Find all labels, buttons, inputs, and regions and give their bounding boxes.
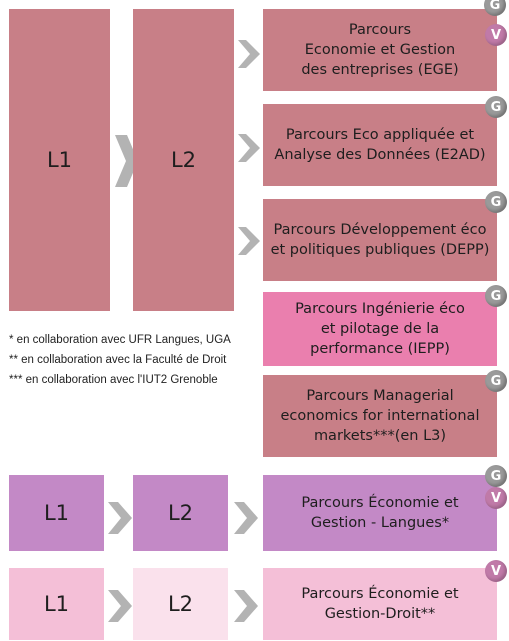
- group1-l1-label: L1: [46, 148, 73, 172]
- badge-g-icon: G: [485, 285, 507, 307]
- parcours-e2ad-box[interactable]: Parcours Eco appliquée et Analyse des Do…: [263, 104, 497, 186]
- group2-l1-box: L1: [9, 475, 104, 551]
- parcours-line: Gestion-Droit**: [324, 606, 436, 622]
- group3-l2-box: L2: [133, 568, 228, 640]
- group3-l1-box: L1: [9, 568, 104, 640]
- badge-g-icon: G: [485, 465, 507, 487]
- group1-l2-label: L2: [170, 148, 197, 172]
- parcours-ege-box[interactable]: Parcours Economie et Gestion des entrepr…: [263, 9, 497, 91]
- arrow-right-icon: [238, 134, 260, 162]
- footnote: * en collaboration avec UFR Langues, UGA: [9, 334, 231, 346]
- group1-l1-box: L1: [9, 9, 110, 311]
- parcours-line: des entreprises (EGE): [301, 62, 459, 78]
- parcours-line: Analyse des Données (E2AD): [274, 147, 486, 163]
- parcours-line: Gestion - Langues*: [310, 515, 450, 531]
- badge-g-icon: G: [485, 96, 507, 118]
- parcours-line: Parcours Managerial: [306, 388, 454, 404]
- group3-l1-label: L1: [43, 592, 70, 616]
- badge-v-icon: V: [485, 560, 507, 582]
- arrow-right-icon: [108, 590, 132, 622]
- badge-g-icon: G: [485, 191, 507, 213]
- group1-l2-box: L2: [133, 9, 234, 311]
- parcours-depp-box[interactable]: Parcours Développement éco et politiques…: [263, 199, 497, 281]
- arrow-right-icon: [238, 227, 260, 255]
- parcours-managerial-box[interactable]: Parcours Managerial economics for intern…: [263, 375, 497, 457]
- parcours-line: Parcours Eco appliquée et: [285, 127, 475, 143]
- group3-l2-label: L2: [167, 592, 194, 616]
- parcours-line: Parcours Développement éco: [273, 222, 487, 238]
- parcours-droit-box[interactable]: Parcours Économie et Gestion-Droit**: [263, 568, 497, 640]
- arrow-right-icon: [234, 502, 258, 534]
- footnote: ** en collaboration avec la Faculté de D…: [9, 354, 227, 366]
- parcours-line: economics for international: [280, 408, 480, 424]
- parcours-line: Parcours: [348, 22, 412, 38]
- group2-l1-label: L1: [43, 501, 70, 525]
- badge-g-icon: G: [485, 370, 507, 392]
- parcours-line: et pilotage de la: [320, 321, 440, 337]
- group2-l2-label: L2: [167, 501, 194, 525]
- parcours-line: Parcours Économie et: [301, 495, 459, 511]
- parcours-line: performance (IEPP): [310, 341, 450, 357]
- parcours-iepp-box[interactable]: Parcours Ingénierie éco et pilotage de l…: [263, 292, 497, 366]
- group2-l2-box: L2: [133, 475, 228, 551]
- badge-v-icon: V: [485, 487, 507, 509]
- badge-v-icon: V: [485, 24, 507, 46]
- arrow-right-icon: [115, 135, 138, 187]
- badge-g-icon: G: [484, 0, 506, 16]
- parcours-line: Parcours Économie et: [301, 586, 459, 602]
- parcours-line: Economie et Gestion: [304, 42, 456, 58]
- parcours-line: et politiques publiques (DEPP): [270, 242, 490, 258]
- arrow-right-icon: [238, 40, 260, 68]
- parcours-langues-box[interactable]: Parcours Économie et Gestion - Langues*: [263, 475, 497, 551]
- arrow-right-icon: [108, 502, 132, 534]
- arrow-right-icon: [234, 590, 258, 622]
- footnote: *** en collaboration avec l'IUT2 Grenobl…: [9, 374, 218, 386]
- parcours-line: Parcours Ingénierie éco: [295, 301, 465, 317]
- parcours-line: markets***(en L3): [313, 428, 447, 444]
- footnotes: * en collaboration avec UFR Langues, UGA…: [9, 330, 231, 390]
